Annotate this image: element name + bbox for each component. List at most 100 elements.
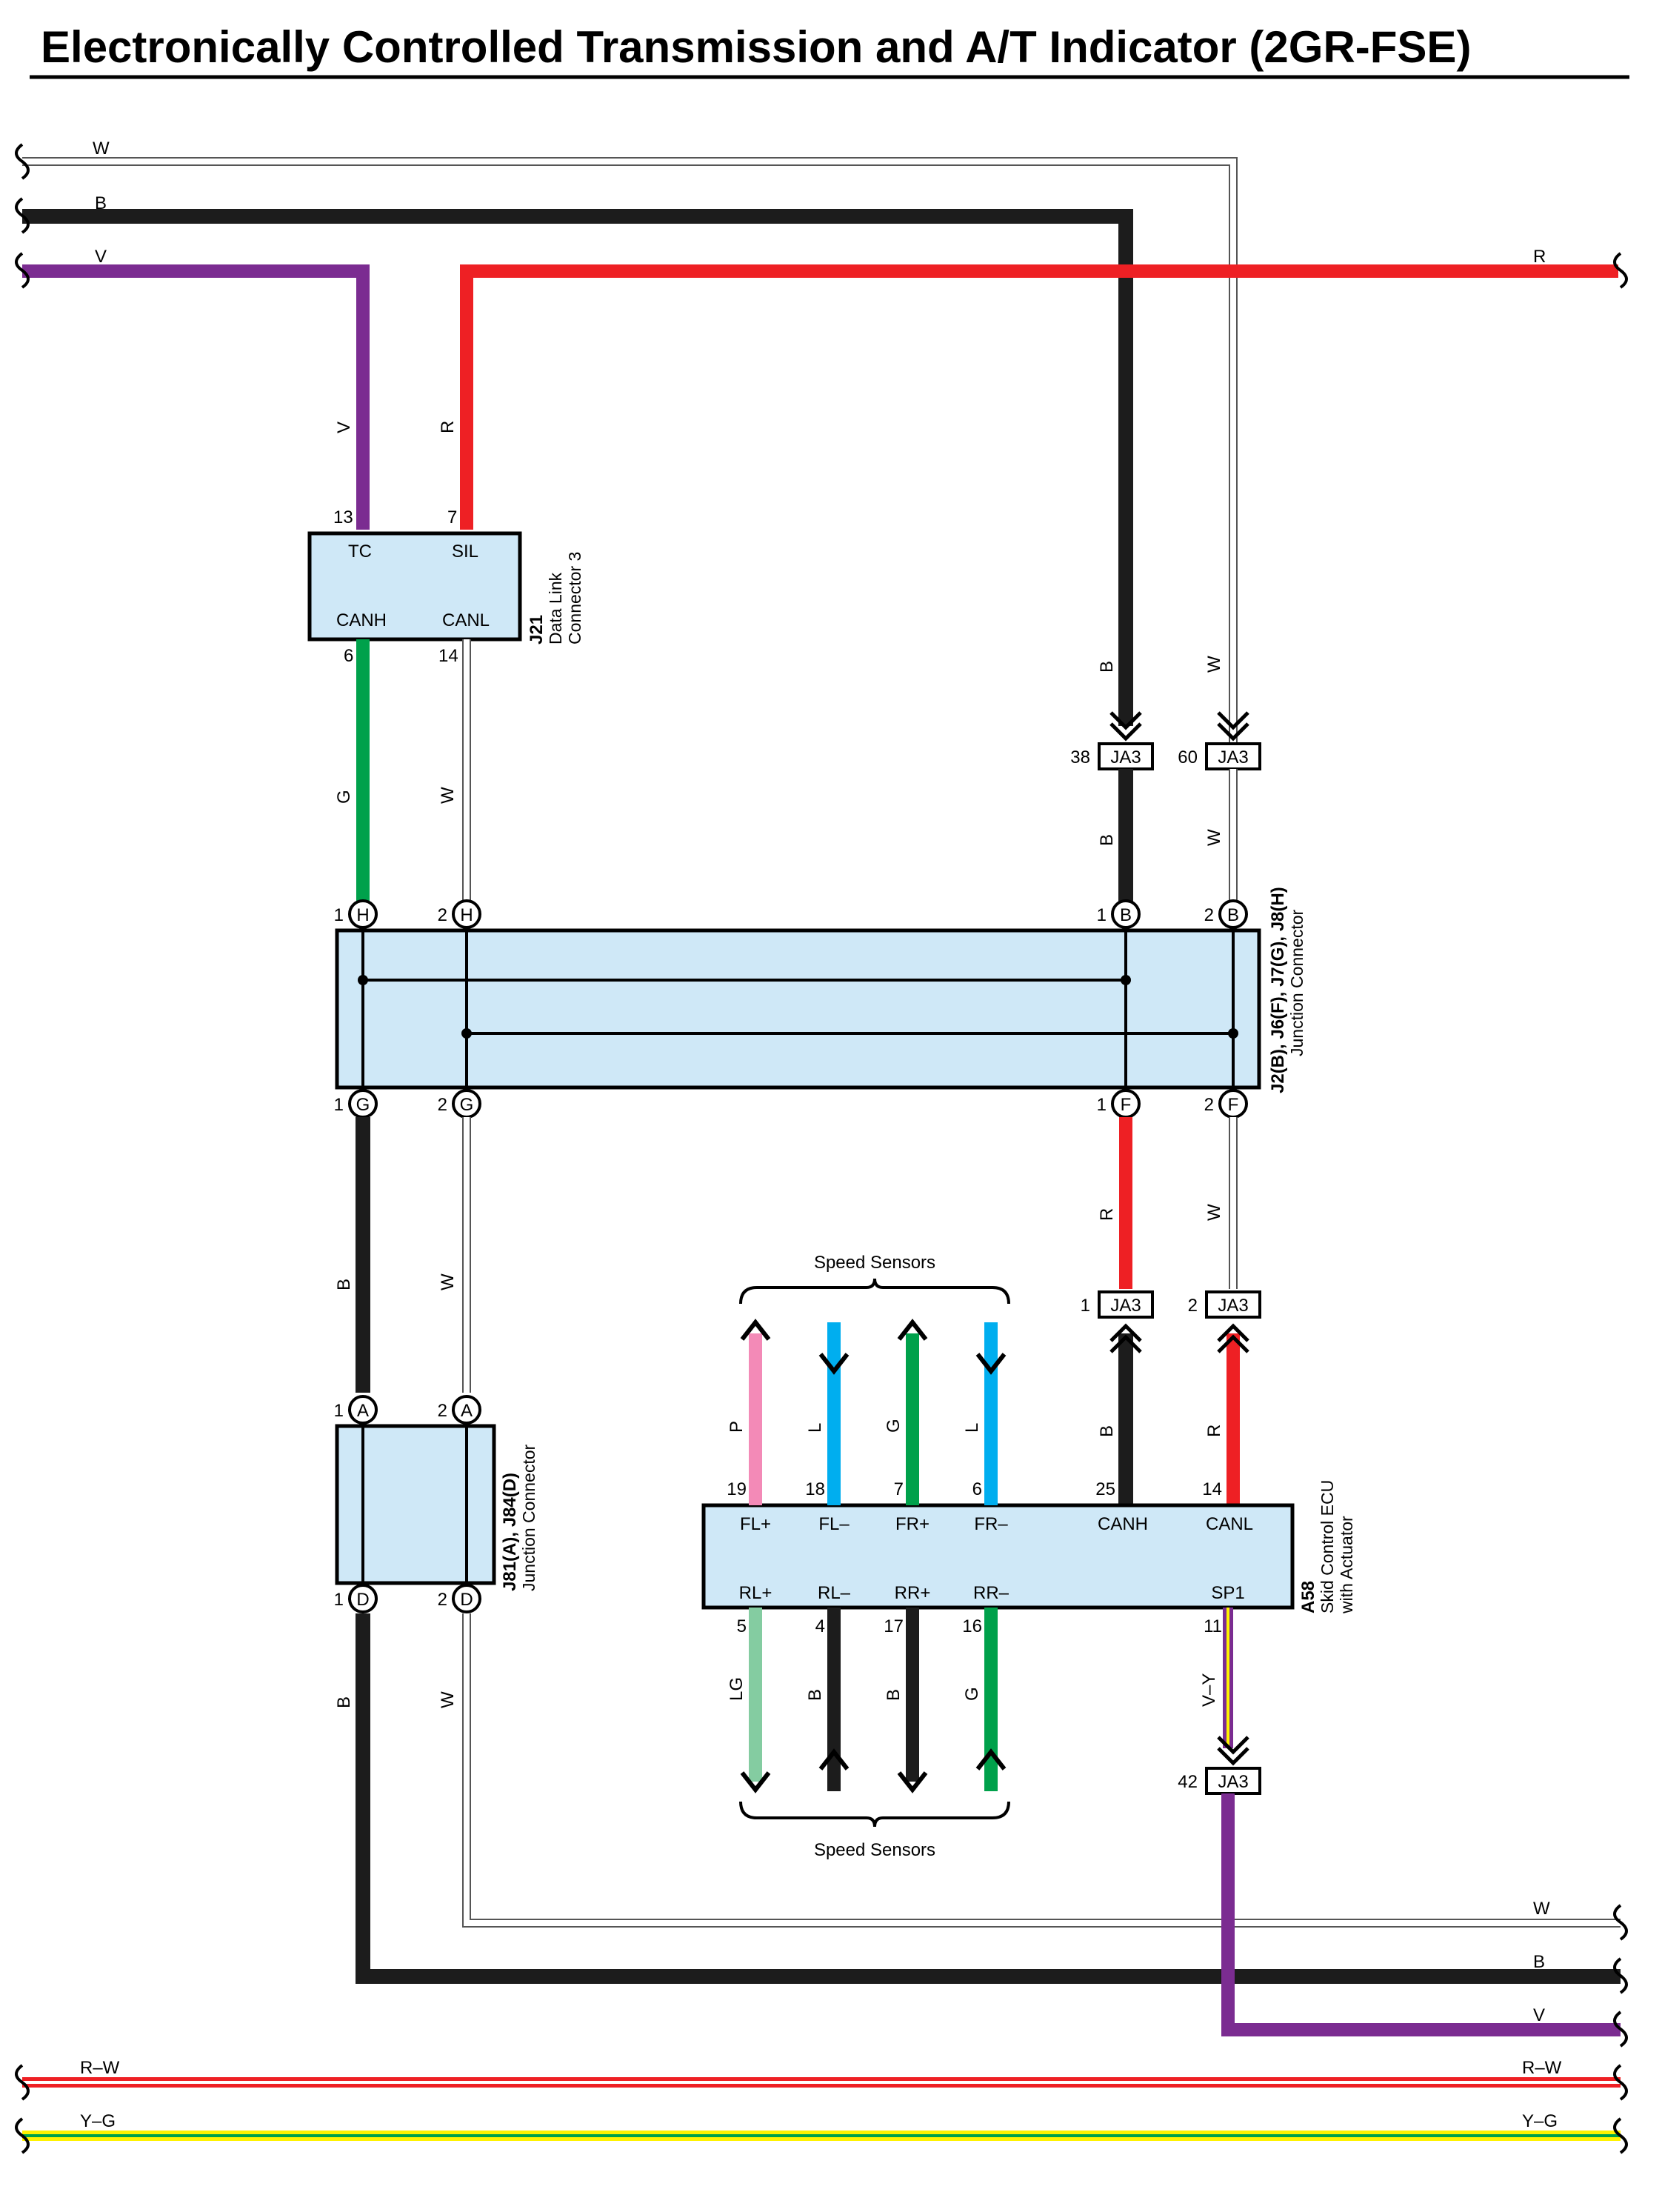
junction-small-internal-lines <box>361 1426 468 1583</box>
junction-main-pin-bottom-4: F 2 <box>1204 1089 1248 1119</box>
dlc-name: J21 <box>527 615 547 644</box>
ja3-arrow-canl <box>1217 1323 1249 1353</box>
junction-small-pin-bottom-2: D 2 <box>438 1584 481 1613</box>
ecu-terminal-canh: CANH <box>1098 1514 1148 1534</box>
ecu-pin-14: 14 <box>1202 1479 1222 1499</box>
dlc-terminal-tc: TC <box>348 542 372 562</box>
svg-text:2: 2 <box>1204 905 1214 925</box>
wire-label-bot-b: B <box>1533 1952 1545 1972</box>
page-title: Electronically Controlled Transmission a… <box>41 22 1471 72</box>
ecu-terminal-rr-plus: RR+ <box>895 1583 931 1603</box>
ecu-terminal-fl-plus: FL+ <box>740 1514 771 1534</box>
svg-text:F: F <box>1228 1095 1239 1115</box>
svg-text:G: G <box>460 1095 474 1115</box>
ecu-pin-16: 16 <box>962 1616 982 1636</box>
arrow-up-fl-plus <box>740 1319 771 1341</box>
speed-sensors-bottom-brace <box>739 1801 1010 1828</box>
speed-sensors-bottom-label: Speed Sensors <box>814 1840 935 1860</box>
ja3-arrow-b-top <box>1109 711 1142 742</box>
junction-main-pin-top-4: B 2 <box>1204 899 1248 929</box>
svg-text:H: H <box>356 905 369 925</box>
ecu-pin-11: 11 <box>1204 1616 1222 1636</box>
dlc-terminal-canl: CANL <box>442 610 490 630</box>
wire-label-sp1: V–Y <box>1199 1673 1219 1707</box>
ecu-pin-7: 7 <box>894 1479 904 1499</box>
wire-r-top <box>460 264 1618 530</box>
ecu-pin-5: 5 <box>737 1616 747 1636</box>
ja3-pin-60: 60 <box>1178 747 1198 767</box>
arrow-up-rl-minus <box>818 1748 850 1770</box>
wire-label-canh-b: B <box>1097 1425 1117 1437</box>
wire-label-b-below-ja3: B <box>1097 834 1117 846</box>
junction-small-name: J81(A), J84(D) <box>500 1473 520 1591</box>
ja3-label-42: JA3 <box>1218 1772 1248 1792</box>
junction-main-pin-bottom-1: G 1 <box>334 1089 378 1119</box>
wire-label-b-jbox: B <box>334 1279 354 1290</box>
ecu-pin-18: 18 <box>805 1479 825 1499</box>
junction-main-pin-bottom-2: G 2 <box>438 1089 481 1119</box>
svg-text:1: 1 <box>1097 1095 1107 1115</box>
svg-text:D: D <box>460 1590 473 1610</box>
ecu-desc-1: Skid Control ECU <box>1318 1480 1337 1613</box>
ecu-pin-25: 25 <box>1095 1479 1115 1499</box>
junction-small-desc: Junction Connector <box>519 1444 538 1591</box>
break-symbol-right-bottom <box>1613 1904 1628 2048</box>
ecu-terminal-rl-minus: RL– <box>818 1583 851 1603</box>
junction-small-pin-top-2: A 2 <box>438 1395 481 1425</box>
svg-text:A: A <box>461 1401 473 1421</box>
svg-text:2: 2 <box>438 1590 447 1610</box>
ecu-pin-17: 17 <box>884 1616 904 1636</box>
junction-main-desc: Junction Connector <box>1287 909 1306 1056</box>
svg-text:2: 2 <box>438 1401 447 1421</box>
ja3-label-1: JA3 <box>1110 1296 1141 1316</box>
wire-label-fl-l: L <box>805 1423 825 1433</box>
dlc-terminal-canh: CANH <box>336 610 387 630</box>
svg-text:D: D <box>356 1590 369 1610</box>
wire-label-frm-l: L <box>962 1423 982 1433</box>
svg-text:1: 1 <box>1097 905 1107 925</box>
wire-label-b-low: B <box>334 1696 354 1708</box>
dlc-pin-canl: 14 <box>438 646 458 666</box>
wire-label-r-top: R <box>1533 247 1546 267</box>
junction-main-pin-top-1: H 1 <box>334 899 378 929</box>
junction-main-internal-lines <box>361 930 1235 1087</box>
wire-label-w-ja3: W <box>1204 656 1224 673</box>
wire-v-bottom <box>1221 1793 1621 2036</box>
wire-label-w-below-ja3: W <box>1204 829 1224 846</box>
svg-text:2: 2 <box>1204 1095 1214 1115</box>
ja3-arrow-canh <box>1109 1323 1142 1353</box>
wire-label-b-top: B <box>95 193 107 213</box>
junction-small-pin-top-1: A 1 <box>334 1395 378 1425</box>
wire-label-w-f: W <box>1204 1204 1224 1221</box>
wire-label-yg-left: Y–G <box>80 2111 116 2131</box>
dlc-pin-sil: 7 <box>447 507 457 527</box>
junction-main-name: J2(B), J6(F), J7(G), J8(H) <box>1268 887 1288 1093</box>
arrow-down-rl-plus <box>740 1771 771 1793</box>
wire-label-b-ja3: B <box>1097 661 1117 673</box>
svg-text:2: 2 <box>438 1095 447 1115</box>
wire-label-rl-b: B <box>805 1689 825 1701</box>
wire-label-r-down: R <box>438 421 458 433</box>
wire-label-rr-b: B <box>884 1689 904 1701</box>
wire-label-rw-right: R–W <box>1522 2058 1562 2078</box>
ecu-terminal-sp1: SP1 <box>1211 1583 1244 1603</box>
ecu-pin-19: 19 <box>727 1479 747 1499</box>
speed-sensors-top-label: Speed Sensors <box>814 1253 935 1273</box>
ecu-terminal-fr-minus: FR– <box>974 1514 1008 1534</box>
speed-sensors-top-brace <box>739 1278 1010 1305</box>
svg-text:1: 1 <box>334 1095 344 1115</box>
wire-label-p: P <box>727 1421 747 1433</box>
wire-b-top <box>22 209 1133 726</box>
ja3-pin-38: 38 <box>1070 747 1090 767</box>
ecu-pin-6: 6 <box>972 1479 982 1499</box>
ecu-desc-2: with Actuator <box>1337 1516 1356 1614</box>
arrow-up-rr-minus <box>975 1748 1007 1770</box>
svg-text:1: 1 <box>334 905 344 925</box>
svg-text:2: 2 <box>438 905 447 925</box>
wire-label-canl-r: R <box>1204 1425 1224 1437</box>
ja3-pin-42: 42 <box>1178 1772 1198 1792</box>
ja3-arrow-sp1 <box>1217 1736 1249 1766</box>
break-symbol-left-top <box>15 143 1628 289</box>
ja3-label-2: JA3 <box>1218 1296 1248 1316</box>
